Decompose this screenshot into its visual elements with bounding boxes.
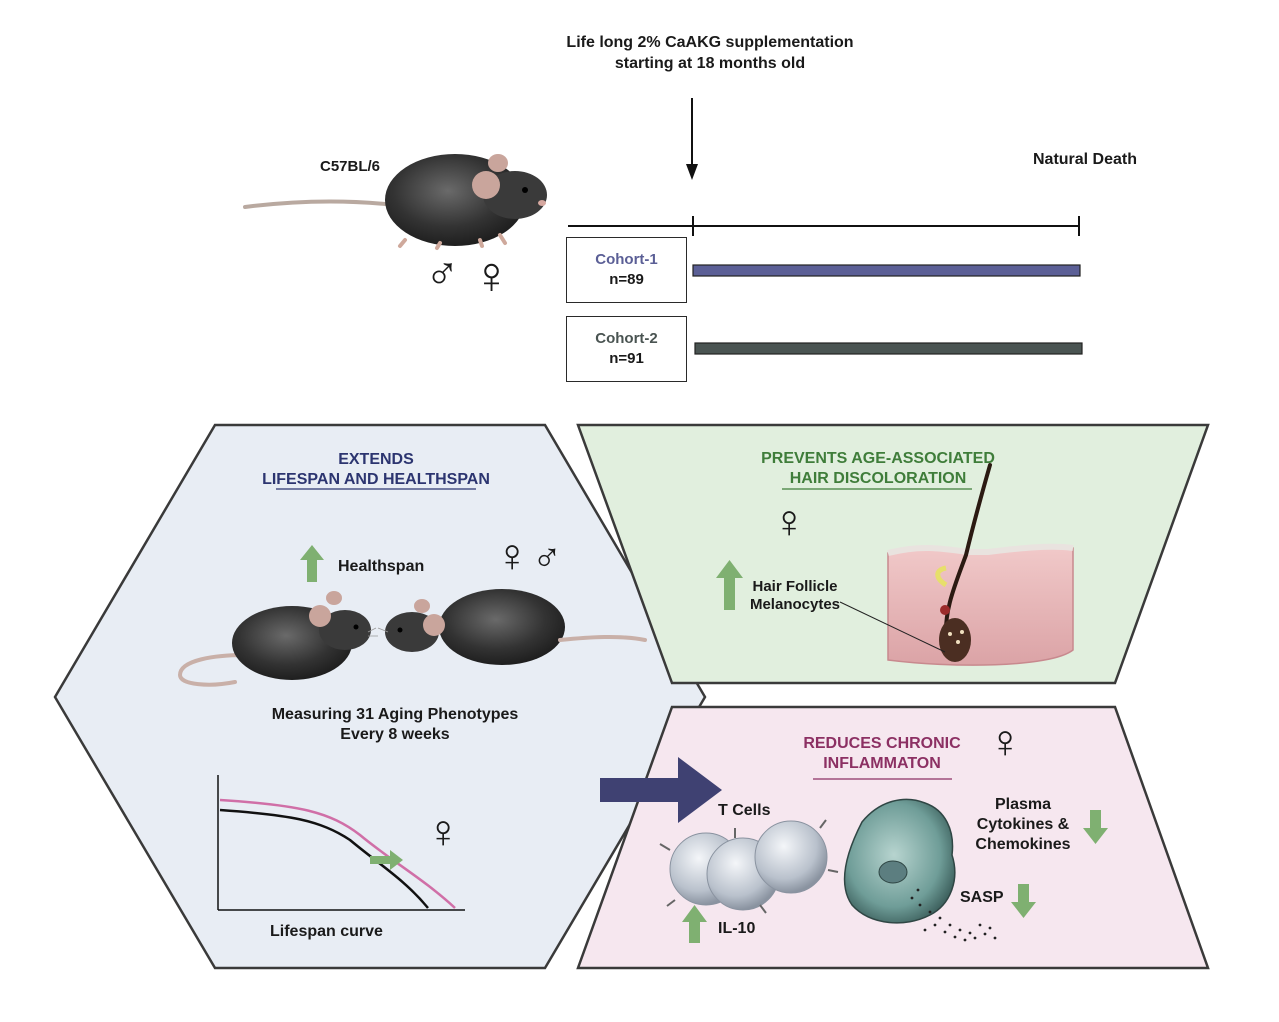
senescent-cell-illustration	[843, 798, 997, 942]
cohort-2-n: n=91	[609, 350, 644, 367]
plasma-down-arrow	[1083, 810, 1108, 844]
inflammation-female-symbol: ♀	[988, 715, 1023, 767]
inflammation-title-line-1: REDUCES CHRONIC	[803, 735, 961, 752]
header-line-1: Life long 2% CaAKG supplementation	[566, 34, 854, 51]
cohort-2-name: Cohort-2	[595, 330, 658, 347]
hair-label-line-1: Hair Follicle	[752, 578, 838, 595]
treated-survival-curve	[219, 798, 456, 909]
measure-line-1: Measuring 31 Aging Phenotypes	[271, 706, 519, 723]
skin-follicle-illustration	[839, 463, 1074, 666]
male-symbol: ♂	[425, 247, 460, 299]
strain-label: C57BL/6	[319, 158, 381, 175]
il10-up-arrow	[682, 905, 707, 943]
header-line-2: starting at 18 months old	[614, 55, 806, 72]
control-survival-curve	[219, 808, 429, 909]
t-cells-label: T Cells	[718, 802, 771, 819]
hair-title-line-1: PREVENTS AGE-ASSOCIATED	[761, 450, 995, 467]
cohort-2-bar	[694, 342, 1083, 355]
natural-death-label: Natural Death	[1032, 151, 1138, 168]
plasma-line-1: Plasma	[994, 796, 1052, 813]
cohort-1-name: Cohort-1	[595, 251, 658, 268]
plasma-line-3: Chemokines	[975, 836, 1071, 853]
cohort-1-box: Cohort-1 n=89	[566, 237, 687, 303]
curve-shift-arrow	[370, 850, 403, 870]
sasp-down-arrow	[1011, 884, 1036, 918]
lifespan-curve-plot	[217, 775, 465, 911]
big-connector-arrow	[600, 757, 722, 823]
measure-line-2: Every 8 weeks	[340, 726, 450, 743]
healthspan-male-symbol: ♂	[532, 536, 562, 580]
mouse-illustration-top	[243, 154, 547, 250]
hair-up-arrow	[716, 560, 743, 610]
cohort-1-n: n=89	[609, 271, 644, 288]
hair-label-line-2: Melanocytes	[749, 596, 841, 613]
healthspan-up-arrow	[300, 545, 324, 582]
lifespan-female-symbol: ♀	[426, 805, 461, 857]
cohort-1-bar	[692, 264, 1081, 277]
lifespan-title-line-2: LIFESPAN AND HEALTHSPAN	[262, 471, 490, 488]
hair-title-line-2: HAIR DISCOLORATION	[789, 470, 967, 487]
start-arrow-head	[686, 164, 698, 180]
timeline	[568, 98, 1083, 355]
inflammation-title-line-2: INFLAMMATON	[823, 755, 941, 772]
hair-female-symbol: ♀	[772, 495, 807, 547]
mice-pair-illustration	[177, 589, 647, 687]
sasp-label: SASP	[960, 889, 1004, 906]
healthspan-label: Healthspan	[338, 558, 425, 575]
lifespan-curve-label: Lifespan curve	[270, 923, 383, 940]
cohort-2-box: Cohort-2 n=91	[566, 316, 687, 382]
female-symbol: ♀	[472, 247, 511, 305]
plasma-line-2: Cytokines &	[976, 816, 1070, 833]
t-cells-illustration	[659, 819, 839, 914]
healthspan-female-symbol: ♀	[495, 529, 530, 581]
follicle-pointer-line	[839, 601, 946, 653]
il10-label: IL-10	[718, 920, 756, 937]
lifespan-title-line-1: EXTENDS	[338, 451, 414, 468]
